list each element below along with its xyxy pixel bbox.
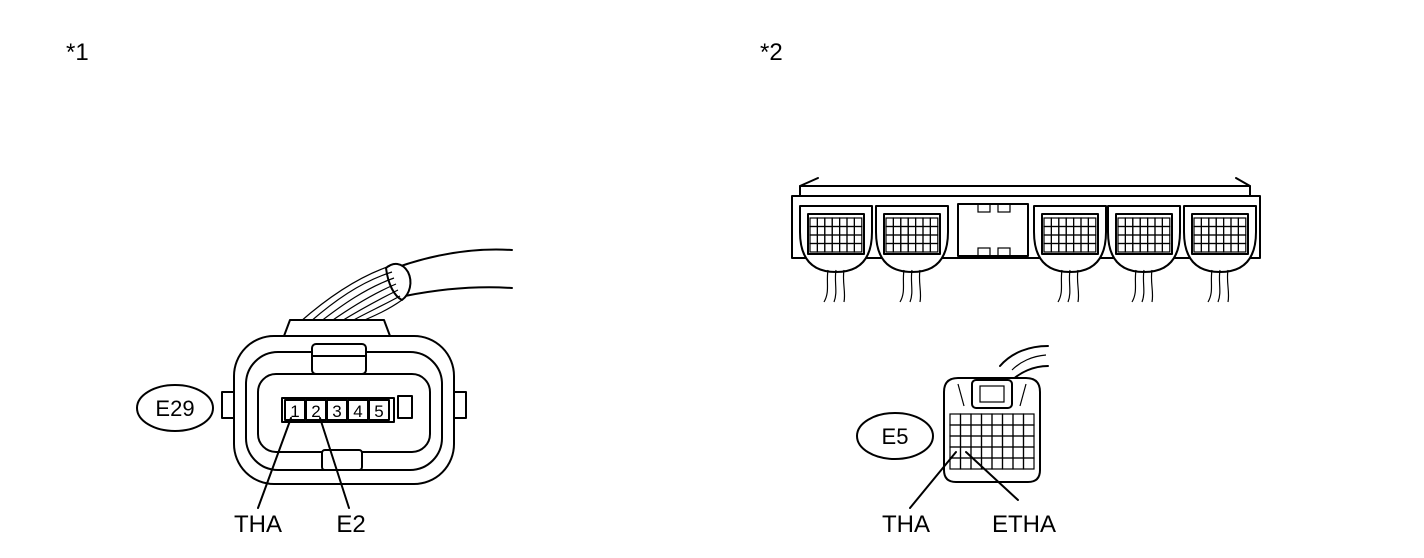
- ecm-connector-block: [875, 205, 949, 303]
- panel-1-pin-row: 1 2 3 4 5: [284, 399, 390, 421]
- pin-4: 4: [347, 399, 369, 421]
- pin-2: 2: [305, 399, 327, 421]
- pin-1: 1: [284, 399, 306, 421]
- e5-pin-grid: [949, 413, 1035, 470]
- svg-text:3: 3: [332, 402, 341, 421]
- panel-2-marker: *2: [760, 39, 783, 66]
- panel-1-label-e2: E2: [336, 511, 365, 538]
- svg-text:1: 1: [290, 402, 299, 421]
- pin-3: 3: [326, 399, 348, 421]
- svg-text:4: 4: [353, 402, 362, 421]
- leader-line-e2: [319, 417, 350, 509]
- panel-1-marker: *1: [66, 39, 89, 66]
- ecm-center-block: [957, 203, 1029, 257]
- leader-line-tha-2: [909, 451, 957, 509]
- ecm-connector-block: [1183, 205, 1257, 303]
- svg-text:E29: E29: [155, 396, 194, 421]
- svg-text:5: 5: [374, 402, 383, 421]
- panel-2-connector-e5: [943, 345, 1049, 483]
- leader-line-tha-1: [257, 417, 292, 509]
- ecm-connector-block: [1107, 205, 1181, 303]
- panel-2-connector-id-badge: E5: [856, 412, 934, 460]
- panel-1-label-tha: THA: [234, 511, 282, 538]
- panel-2-label-tha: THA: [882, 511, 930, 538]
- svg-text:E5: E5: [882, 424, 909, 449]
- panel-1-connector-id-badge: E29: [136, 384, 214, 432]
- ecm-connector-block: [1033, 205, 1107, 303]
- panel-1-connector-e29: [221, 319, 467, 485]
- ecm-connector-block: [799, 205, 873, 303]
- leader-line-etha: [965, 451, 1019, 501]
- panel-2-label-etha: ETHA: [992, 511, 1056, 538]
- pin-5: 5: [368, 399, 390, 421]
- svg-text:2: 2: [311, 402, 320, 421]
- panel-1-wire-harness: [299, 248, 513, 323]
- panel-2-ecm-unit: [791, 177, 1261, 303]
